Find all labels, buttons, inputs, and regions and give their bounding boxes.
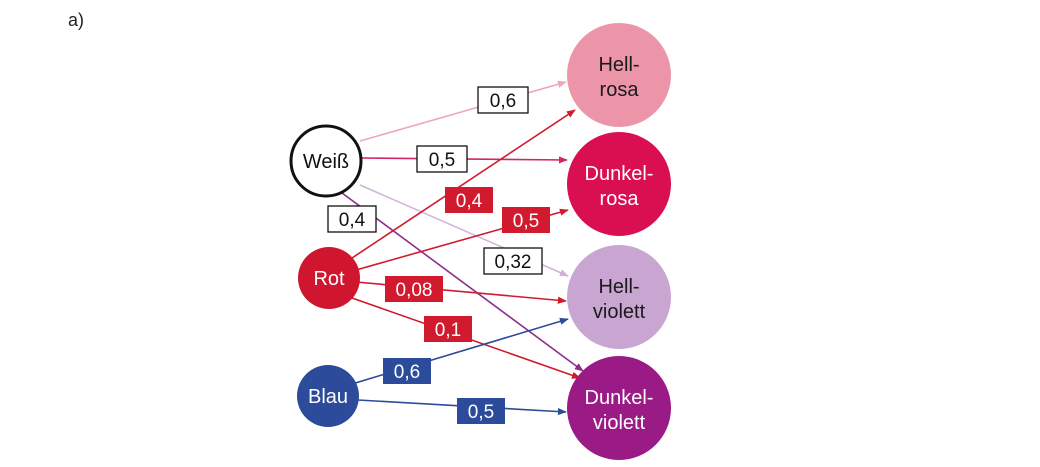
target-node-label-line: violett	[593, 412, 646, 434]
weight-label-text: 0,6	[490, 91, 516, 112]
weight-label-text: 0,6	[394, 362, 420, 383]
panel-label: a)	[68, 10, 85, 30]
source-node-label: Weiß	[303, 151, 349, 173]
source-node-weiss: Weiß	[289, 124, 363, 198]
edge-weiss-hellrosa	[359, 80, 567, 142]
target-node-label-line: Hell-	[598, 276, 639, 298]
target-node-hellviolett: Hell-violett	[567, 245, 671, 349]
source-node-blau: Blau	[297, 365, 359, 427]
weight-label-text: 0,5	[513, 211, 539, 232]
weight-label-weiss-hellrosa: 0,6	[477, 86, 529, 114]
target-node-dunkelrosa: Dunkel-rosa	[567, 132, 671, 236]
weight-label-rot-hellrosa: 0,4	[445, 187, 493, 213]
target-node-label-line: violett	[593, 301, 646, 323]
nodes-layer: WeißRotBlauHell-rosaDunkel-rosaHell-viol…	[289, 23, 671, 460]
weight-label-text: 0,08	[396, 280, 433, 301]
weight-label-weiss-hellviolett: 0,32	[483, 247, 543, 275]
source-node-label: Blau	[308, 386, 348, 408]
weight-label-text: 0,1	[435, 320, 461, 341]
target-node-label-line: rosa	[600, 188, 640, 210]
weight-label-text: 0,4	[456, 191, 483, 212]
edge-weiss-dunkelviolett	[341, 192, 584, 372]
target-node-dunkelviolett: Dunkel-violett	[567, 356, 671, 460]
weight-label-blau-dunkelviolett: 0,5	[457, 398, 505, 424]
target-node-label-line: Dunkel-	[585, 387, 654, 409]
edge-rot-hellrosa	[351, 109, 576, 259]
source-node-rot: Rot	[298, 247, 360, 309]
source-node-label: Rot	[313, 268, 345, 290]
target-node-label-line: Hell-	[598, 54, 639, 76]
weight-label-rot-dunkelrosa: 0,5	[502, 207, 550, 233]
weight-label-weiss-dunkelviolett: 0,4	[327, 205, 377, 233]
weight-label-text: 0,5	[468, 402, 494, 423]
weight-label-text: 0,32	[495, 252, 532, 273]
weight-label-text: 0,4	[339, 210, 366, 231]
weight-label-rot-dunkelviolett: 0,1	[424, 316, 472, 342]
weight-label-text: 0,5	[429, 150, 455, 171]
weight-label-blau-hellviolett: 0,6	[383, 358, 431, 384]
weight-label-rot-hellviolett: 0,08	[385, 276, 443, 302]
weight-labels-layer: 0,60,50,320,40,40,50,080,10,60,5	[327, 86, 550, 424]
target-node-label-line: Dunkel-	[585, 163, 654, 185]
edges-layer	[341, 80, 584, 416]
target-node-label-line: rosa	[600, 79, 640, 101]
weight-label-weiss-dunkelrosa: 0,5	[416, 145, 468, 173]
target-node-hellrosa: Hell-rosa	[567, 23, 671, 127]
